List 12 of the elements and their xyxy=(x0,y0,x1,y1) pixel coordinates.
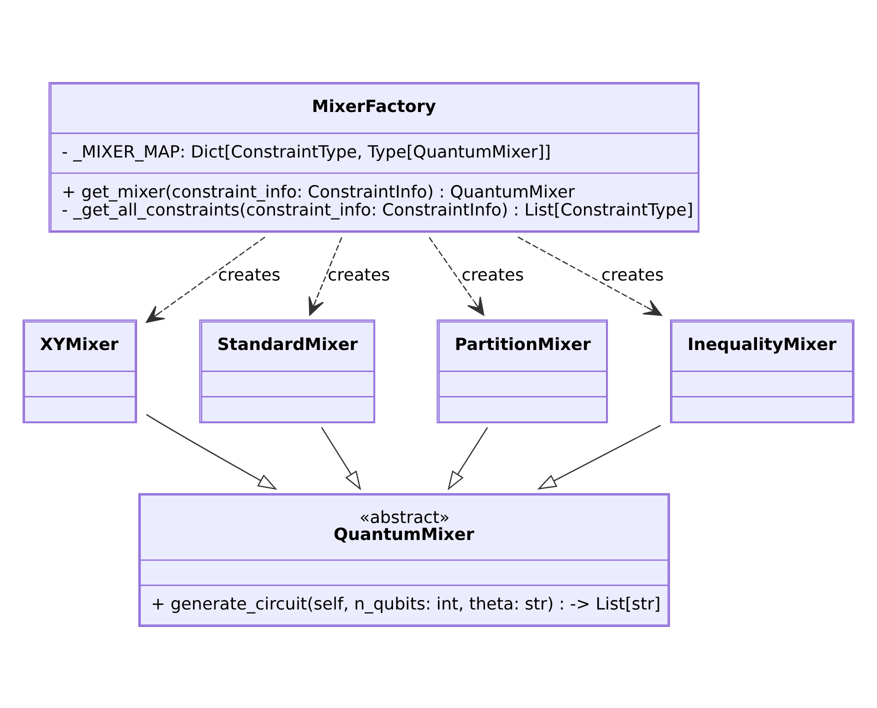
arrow xyxy=(146,236,266,322)
edge-label: creates xyxy=(601,264,664,284)
arrow xyxy=(308,236,342,316)
arrow xyxy=(146,414,278,490)
arrow xyxy=(448,426,488,490)
arrow xyxy=(321,426,362,490)
edge-label: creates xyxy=(462,264,524,284)
edge-label: creates xyxy=(218,264,280,284)
arrow xyxy=(428,236,484,316)
arrow xyxy=(518,236,662,316)
arrow xyxy=(537,424,661,490)
edge-label: creates xyxy=(328,264,390,284)
